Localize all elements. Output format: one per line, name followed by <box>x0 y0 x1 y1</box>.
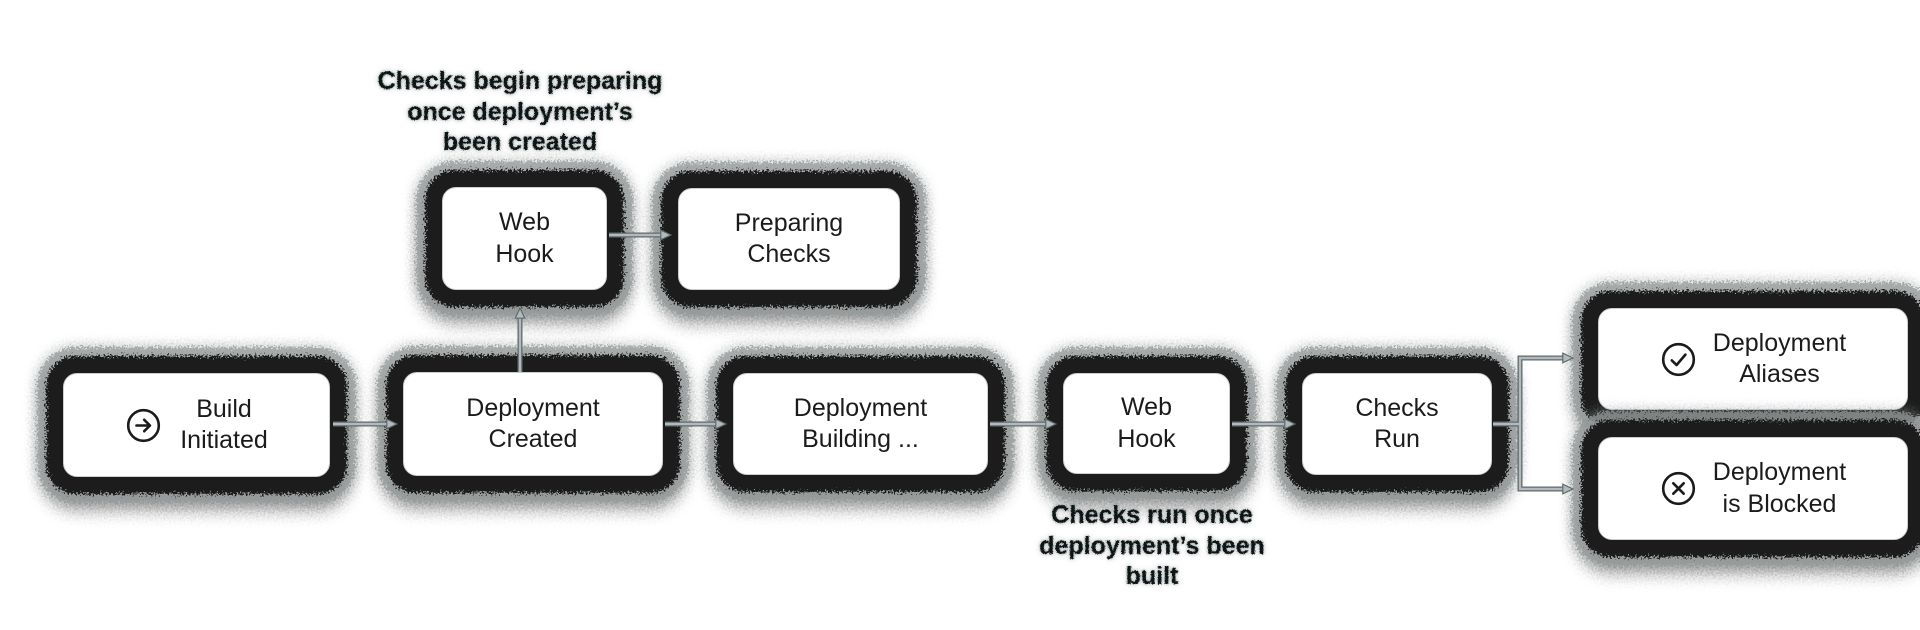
node-deployment-aliases: Deployment Aliases <box>1581 291 1920 427</box>
node-label: Checks Run <box>1355 393 1439 454</box>
node-label: Deployment is Blocked <box>1712 458 1847 518</box>
annotation-checks-run-once: Checks run once deployment’s been built <box>1039 501 1265 590</box>
node-label: Web Hook <box>1117 393 1176 453</box>
node-label: Deployment Building ... <box>793 393 928 454</box>
arrow-right-circle-icon <box>125 407 162 444</box>
node-deployment-created: Deployment Created <box>386 355 680 493</box>
node-build-initiated: Build Initiated <box>46 356 347 494</box>
annotation-checks-begin-preparing: Checks begin preparing once deployment’s… <box>377 67 663 156</box>
node-web-hook-top: Web Hook <box>425 170 624 307</box>
x-circle-icon <box>1660 470 1697 507</box>
node-checks-run: Checks Run <box>1285 356 1509 492</box>
check-circle-icon <box>1660 341 1697 378</box>
arrow-checksrun-to-blocked <box>1518 424 1570 489</box>
node-label: Build Initiated <box>180 394 268 455</box>
node-label: Deployment Created <box>466 393 600 454</box>
node-web-hook-bottom: Web Hook <box>1046 356 1247 491</box>
node-label: Web Hook <box>495 208 554 268</box>
node-deployment-blocked: Deployment is Blocked <box>1581 420 1920 557</box>
node-deployment-building: Deployment Building ... <box>716 356 1005 492</box>
node-label: Preparing Checks <box>734 208 844 269</box>
node-preparing-checks: Preparing Checks <box>661 171 917 307</box>
node-label: Deployment Aliases <box>1712 328 1847 389</box>
